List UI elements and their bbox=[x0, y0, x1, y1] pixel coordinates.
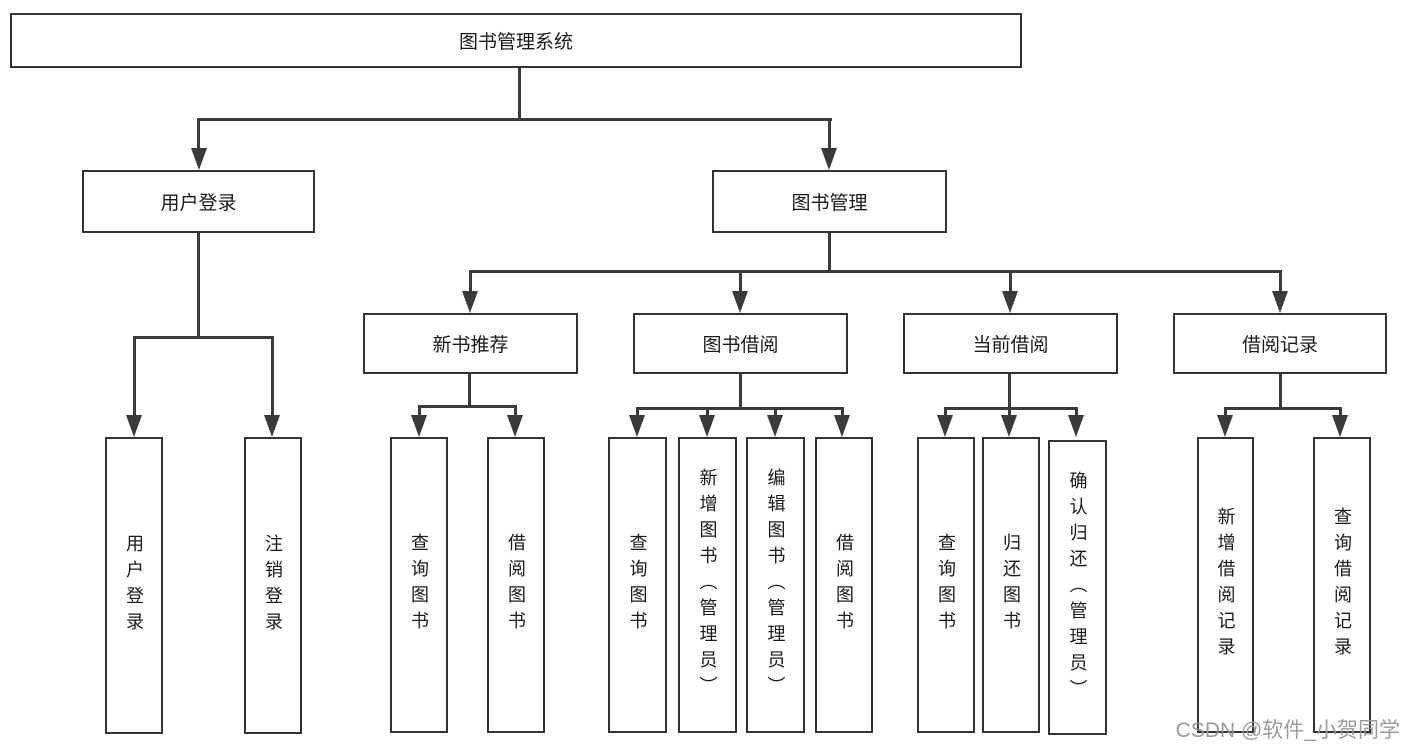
arrow-down-icon bbox=[411, 415, 427, 437]
connector-login-stem bbox=[197, 233, 200, 336]
csdn-watermark: CSDN @软件_小贺同学 bbox=[1175, 719, 1400, 742]
connector-bar bbox=[418, 405, 516, 408]
node-label: 借阅图书 bbox=[506, 533, 526, 637]
connector-stem bbox=[514, 405, 517, 415]
node-label: 图书管理系统 bbox=[458, 32, 573, 53]
arrow-down-icon bbox=[126, 415, 142, 437]
arrow-down-icon bbox=[821, 148, 837, 170]
node-label: 图书管理 bbox=[791, 193, 868, 214]
node-new-book-recommend: 新书推荐 bbox=[363, 313, 578, 374]
arrow-down-icon bbox=[1217, 415, 1233, 437]
node-label: 图书借阅 bbox=[702, 335, 779, 356]
node-label: 用户登录 bbox=[160, 193, 237, 214]
connector-bar bbox=[636, 407, 844, 410]
leaf-query-borrow-record: 查询借阅记录 bbox=[1313, 437, 1371, 733]
arrow-down-icon bbox=[1001, 415, 1017, 437]
node-library-management-system: 图书管理系统 bbox=[10, 13, 1022, 68]
connector-stem bbox=[739, 270, 742, 291]
leaf-add-books-admin: 新增图书（管理员） bbox=[678, 437, 737, 733]
leaf-logout: 注销登录 bbox=[244, 437, 302, 734]
connector-login-bar bbox=[133, 336, 273, 339]
connector-stem bbox=[1279, 374, 1282, 407]
node-label: 查询图书 bbox=[409, 533, 429, 637]
leaf-user-login: 用户登录 bbox=[105, 437, 163, 734]
connector-stem bbox=[828, 118, 831, 148]
connector-mgmt-bar bbox=[469, 270, 1281, 273]
node-book-borrowing: 图书借阅 bbox=[633, 313, 848, 374]
connector-stem bbox=[739, 374, 742, 407]
connector-stem bbox=[271, 336, 274, 415]
node-borrowing-records: 借阅记录 bbox=[1173, 313, 1387, 374]
leaf-query-books-current: 查询图书 bbox=[917, 437, 975, 733]
arrow-down-icon bbox=[1332, 415, 1348, 437]
arrow-down-icon bbox=[1272, 291, 1288, 313]
connector-stem bbox=[636, 407, 639, 415]
node-label: 用户登录 bbox=[124, 533, 144, 638]
connector-stem bbox=[468, 374, 471, 405]
connector-stem bbox=[1224, 407, 1227, 415]
connector-stem bbox=[774, 407, 777, 415]
node-label: 归还图书 bbox=[1001, 533, 1021, 637]
connector-root-bar bbox=[198, 118, 832, 121]
node-label: 新增图书（管理员） bbox=[697, 468, 718, 702]
arrow-down-icon bbox=[507, 415, 523, 437]
connector-bar bbox=[1224, 407, 1342, 410]
connector-mgmt-stem bbox=[828, 233, 831, 270]
leaf-borrow-books-recommend: 借阅图书 bbox=[487, 437, 545, 733]
connector-stem bbox=[841, 407, 844, 415]
arrow-down-icon bbox=[264, 415, 280, 437]
arrow-down-icon bbox=[1068, 415, 1084, 437]
leaf-borrow-books: 借阅图书 bbox=[815, 437, 873, 733]
arrow-down-icon bbox=[462, 291, 478, 313]
node-label: 借阅图书 bbox=[834, 533, 854, 637]
arrow-down-icon bbox=[834, 415, 850, 437]
connector-stem bbox=[469, 270, 472, 291]
node-label: 确认归还（管理员） bbox=[1067, 470, 1088, 705]
connector-stem bbox=[944, 407, 947, 415]
arrow-down-icon bbox=[732, 291, 748, 313]
connector-stem bbox=[1339, 407, 1342, 415]
connector-stem bbox=[197, 118, 200, 148]
node-label: 新增借阅记录 bbox=[1215, 507, 1236, 663]
connector-root-stem bbox=[518, 68, 521, 118]
node-label: 借阅记录 bbox=[1241, 335, 1318, 356]
node-user-login: 用户登录 bbox=[82, 170, 315, 233]
node-label: 查询图书 bbox=[627, 533, 648, 637]
arrow-down-icon bbox=[629, 415, 645, 437]
connector-stem bbox=[418, 405, 421, 415]
node-label: 查询借阅记录 bbox=[1332, 507, 1352, 663]
arrow-down-icon bbox=[767, 415, 783, 437]
node-label: 查询图书 bbox=[936, 533, 956, 637]
node-current-borrowing: 当前借阅 bbox=[903, 313, 1118, 374]
leaf-return-books: 归还图书 bbox=[982, 437, 1040, 733]
node-label: 编辑图书（管理员） bbox=[765, 468, 786, 702]
connector-stem bbox=[706, 407, 709, 415]
leaf-confirm-return-admin: 确认归还（管理员） bbox=[1048, 440, 1107, 735]
connector-stem bbox=[1008, 374, 1011, 407]
node-label: 当前借阅 bbox=[972, 335, 1049, 356]
node-label: 注销登录 bbox=[263, 533, 283, 638]
connector-stem bbox=[1279, 270, 1282, 291]
leaf-edit-books-admin: 编辑图书（管理员） bbox=[746, 437, 805, 733]
arrow-down-icon bbox=[937, 415, 953, 437]
leaf-query-books-borrowing: 查询图书 bbox=[608, 437, 667, 733]
node-book-management: 图书管理 bbox=[712, 170, 947, 233]
arrow-down-icon bbox=[1002, 291, 1018, 313]
leaf-query-books-recommend: 查询图书 bbox=[390, 437, 448, 733]
node-label: 新书推荐 bbox=[432, 335, 509, 356]
connector-stem bbox=[133, 336, 136, 415]
arrow-down-icon bbox=[191, 148, 207, 170]
arrow-down-icon bbox=[699, 415, 715, 437]
connector-stem bbox=[1008, 407, 1011, 415]
leaf-add-borrow-record: 新增借阅记录 bbox=[1197, 437, 1254, 733]
connector-stem bbox=[1009, 270, 1012, 291]
connector-stem bbox=[1075, 407, 1078, 415]
